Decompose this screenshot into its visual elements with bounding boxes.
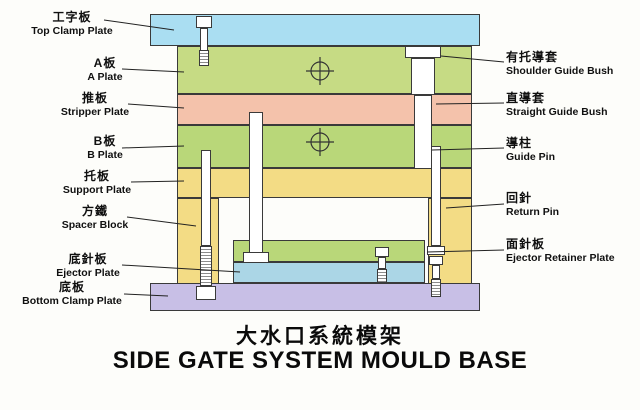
label-return-pin: 回針 Return Pin xyxy=(506,191,640,219)
mid-screw-thread xyxy=(377,269,387,283)
label-return-pin-zh: 回針 xyxy=(506,191,533,205)
label-straight-guide-bush-zh: 直導套 xyxy=(506,91,546,105)
label-straight-guide-bush: 直導套 Straight Guide Bush xyxy=(506,91,640,119)
label-spacer-block: 方鐵 Spacer Block xyxy=(30,204,160,232)
label-spacer-block-en: Spacer Block xyxy=(61,219,129,231)
top-screw-thread xyxy=(199,50,209,66)
ejector-plate xyxy=(233,262,425,283)
spacer-block-left xyxy=(177,198,219,286)
label-straight-guide-bush-en: Straight Guide Bush xyxy=(506,106,608,118)
right-screw-shaft xyxy=(432,265,440,279)
center-pin-shaft xyxy=(249,112,263,254)
label-ejector-retainer-plate-en: Ejector Retainer Plate xyxy=(506,252,615,264)
diagram-title-english: SIDE GATE SYSTEM MOULD BASE xyxy=(112,347,528,374)
right-screw-head xyxy=(429,256,443,265)
label-bottom-clamp-plate-zh: 底板 xyxy=(58,280,85,294)
label-stripper-plate-en: Stripper Plate xyxy=(60,106,130,118)
label-support-plate: 托板 Support Plate xyxy=(32,169,162,197)
label-ejector-plate-zh: 底針板 xyxy=(68,252,108,266)
top-screw-head xyxy=(196,16,212,28)
label-a-plate: A板 A Plate xyxy=(40,56,170,84)
label-b-plate: B板 B Plate xyxy=(40,134,170,162)
label-stripper-plate: 推板 Stripper Plate xyxy=(30,91,160,119)
shoulder-guide-bush-flange xyxy=(405,46,441,58)
shoulder-guide-bush-body xyxy=(411,58,435,95)
left-screw-head xyxy=(196,286,216,300)
label-b-plate-en: B Plate xyxy=(87,149,123,161)
support-plate xyxy=(177,168,472,198)
guide-pin-shaft xyxy=(414,95,432,169)
label-guide-pin: 導柱 Guide Pin xyxy=(506,136,640,164)
label-support-plate-zh: 托板 xyxy=(83,169,110,183)
center-pin-head xyxy=(243,252,269,263)
label-ejector-retainer-plate: 面針板 Ejector Retainer Plate xyxy=(506,237,640,265)
label-ejector-plate: 底針板 Ejector Plate xyxy=(23,252,153,280)
label-a-plate-en: A Plate xyxy=(87,71,123,83)
label-a-plate-zh: A板 xyxy=(93,56,117,70)
label-ejector-retainer-plate-zh: 面針板 xyxy=(506,237,546,251)
mid-screw-head xyxy=(375,247,389,257)
label-stripper-plate-zh: 推板 xyxy=(81,91,108,105)
mid-screw-shaft xyxy=(378,257,386,269)
label-top-clamp-plate-en: Top Clamp Plate xyxy=(31,25,113,37)
diagram-title-chinese: 大水口系統模架 xyxy=(236,325,404,348)
label-ejector-plate-en: Ejector Plate xyxy=(56,267,120,279)
label-top-clamp-plate-zh: 工字板 xyxy=(52,10,92,24)
return-pin-shaft xyxy=(431,146,441,246)
label-shoulder-guide-bush-zh: 有托導套 xyxy=(506,50,559,64)
label-return-pin-en: Return Pin xyxy=(506,206,560,218)
label-shoulder-guide-bush: 有托導套 Shoulder Guide Bush xyxy=(506,50,640,78)
label-b-plate-zh: B板 xyxy=(93,134,117,148)
label-bottom-clamp-plate: 底板 Bottom Clamp Plate xyxy=(6,280,138,308)
label-shoulder-guide-bush-en: Shoulder Guide Bush xyxy=(506,65,614,77)
label-guide-pin-en: Guide Pin xyxy=(506,151,556,163)
return-pin-head xyxy=(427,246,445,255)
label-guide-pin-zh: 導柱 xyxy=(506,136,533,150)
label-spacer-block-zh: 方鐵 xyxy=(81,204,108,218)
label-bottom-clamp-plate-en: Bottom Clamp Plate xyxy=(22,295,122,307)
label-support-plate-en: Support Plate xyxy=(62,184,132,196)
left-screw-shaft xyxy=(201,150,211,246)
right-screw-thread xyxy=(431,279,441,297)
left-screw-thread xyxy=(200,246,212,286)
label-top-clamp-plate: 工字板 Top Clamp Plate xyxy=(6,10,138,38)
